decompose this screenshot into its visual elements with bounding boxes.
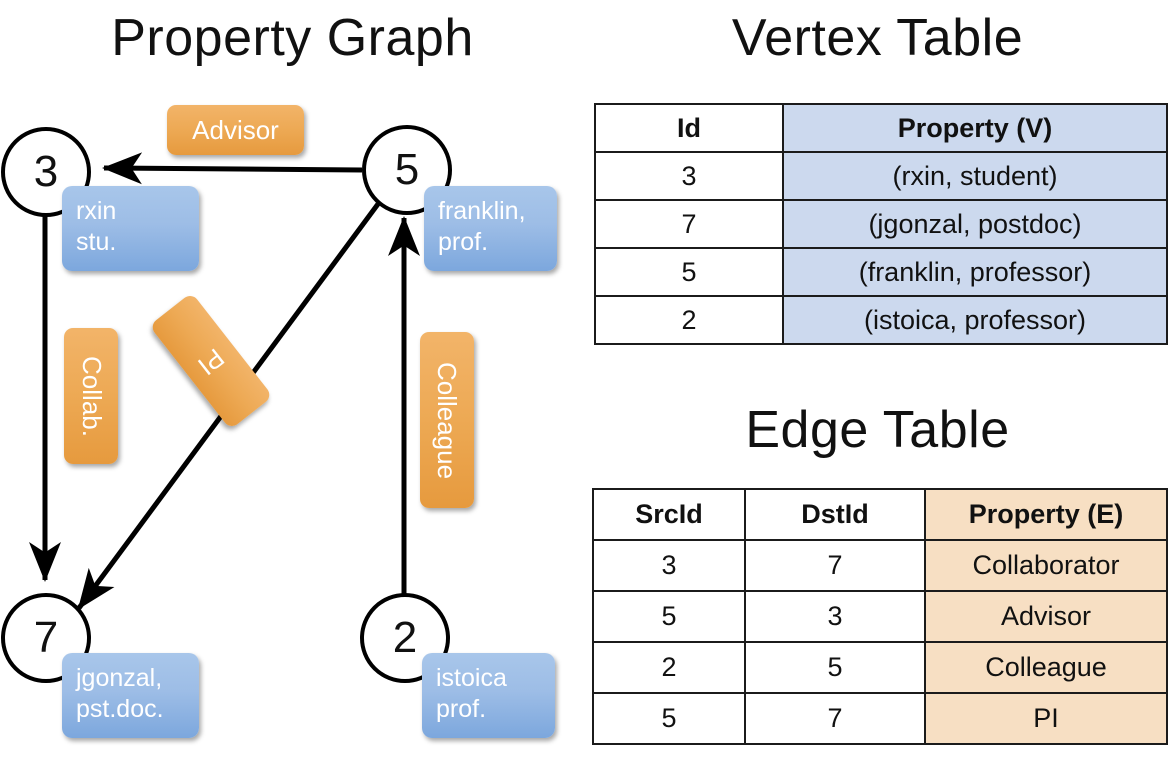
edge-row-0-src: 3 [592, 539, 746, 592]
edge-label-colleague[interactable]: Colleague [420, 332, 474, 508]
edge-row-0-dst: 7 [744, 539, 926, 592]
vertex-table-header-property: Property (V) [782, 103, 1168, 153]
vertex-table: Id Property (V) 3 (rxin, student) 7 (jgo… [594, 103, 1168, 345]
edge-table-row[interactable]: 3 7 Collaborator [592, 539, 1168, 592]
node-property-rxin-line2: stu. [76, 227, 117, 256]
vertex-row-2-id: 5 [594, 247, 784, 297]
edge-row-3-property: PI [924, 692, 1168, 745]
edge-table: SrcId DstId Property (E) 3 7 Collaborato… [592, 488, 1168, 745]
edge-table-header-row: SrcId DstId Property (E) [592, 488, 1168, 541]
edge-row-1-src: 5 [592, 590, 746, 643]
node-property-box-istoica[interactable]: istoica prof. [422, 653, 555, 738]
edge-row-2-property: Colleague [924, 641, 1168, 694]
vertex-table-row[interactable]: 5 (franklin, professor) [594, 247, 1168, 297]
vertex-row-2-property: (franklin, professor) [782, 247, 1168, 297]
edge-row-1-dst: 3 [744, 590, 926, 643]
edge-row-0-property: Collaborator [924, 539, 1168, 592]
edge-label-collab[interactable]: Collab. [64, 328, 118, 464]
edge-row-3-dst: 7 [744, 692, 926, 745]
edge-row-3-src: 5 [592, 692, 746, 745]
graph-node-7-label: 7 [33, 613, 59, 662]
node-property-box-jgonzal[interactable]: jgonzal, pst.doc. [62, 653, 199, 738]
page-title-property-graph: Property Graph [111, 9, 474, 67]
node-property-istoica-line2: prof. [436, 694, 487, 723]
edge-label-pi-text: PI [192, 342, 231, 381]
node-property-rxin-line1: rxin [76, 197, 117, 225]
vertex-table-header-row: Id Property (V) [594, 103, 1168, 153]
vertex-table-row[interactable]: 2 (istoica, professor) [594, 295, 1168, 345]
node-property-jgonzal-line1: jgonzal, [76, 664, 163, 692]
edge-table-header-property: Property (E) [924, 488, 1168, 541]
edge-label-colleague-text: Colleague [432, 361, 463, 479]
page-title-edge-table: Edge Table [745, 401, 1010, 459]
graph-node-5[interactable]: 5 [362, 125, 452, 215]
vertex-row-3-id: 2 [594, 295, 784, 345]
edge-5-to-3-advisor [102, 152, 363, 185]
vertex-row-1-property: (jgonzal, postdoc) [782, 199, 1168, 249]
graph-node-5-label: 5 [394, 145, 420, 194]
vertex-row-0-property: (rxin, student) [782, 151, 1168, 201]
graph-node-3-label: 3 [33, 147, 59, 196]
edge-table-row[interactable]: 5 3 Advisor [592, 590, 1168, 643]
vertex-row-1-id: 7 [594, 199, 784, 249]
node-property-box-franklin[interactable]: franklin, prof. [424, 186, 557, 271]
graph-node-2[interactable]: 2 [360, 593, 450, 683]
edge-table-row[interactable]: 2 5 Colleague [592, 641, 1168, 694]
node-property-franklin-line2: prof. [438, 227, 489, 256]
vertex-row-0-id: 3 [594, 151, 784, 201]
node-property-istoica-line1: istoica [436, 664, 507, 692]
node-property-box-rxin[interactable]: rxin stu. [62, 186, 199, 271]
node-property-franklin-line1: franklin, [438, 197, 526, 225]
node-property-jgonzal-line2: pst.doc. [76, 694, 164, 723]
graph-node-2-label: 2 [392, 613, 418, 662]
edge-row-2-src: 2 [592, 641, 746, 694]
edge-label-advisor[interactable]: Advisor [167, 105, 304, 155]
vertex-table-row[interactable]: 7 (jgonzal, postdoc) [594, 199, 1168, 249]
edge-label-collab-text: Collab. [76, 355, 107, 437]
vertex-table-row[interactable]: 3 (rxin, student) [594, 151, 1168, 201]
edge-table-row[interactable]: 5 7 PI [592, 692, 1168, 745]
edge-row-2-dst: 5 [744, 641, 926, 694]
edge-row-1-property: Advisor [924, 590, 1168, 643]
vertex-table-header-id: Id [594, 103, 784, 153]
edge-label-advisor-text: Advisor [192, 114, 279, 145]
edge-table-header-srcid: SrcId [592, 488, 746, 541]
page-title-vertex-table: Vertex Table [731, 9, 1024, 67]
vertex-row-3-property: (istoica, professor) [782, 295, 1168, 345]
edge-table-header-dstid: DstId [744, 488, 926, 541]
